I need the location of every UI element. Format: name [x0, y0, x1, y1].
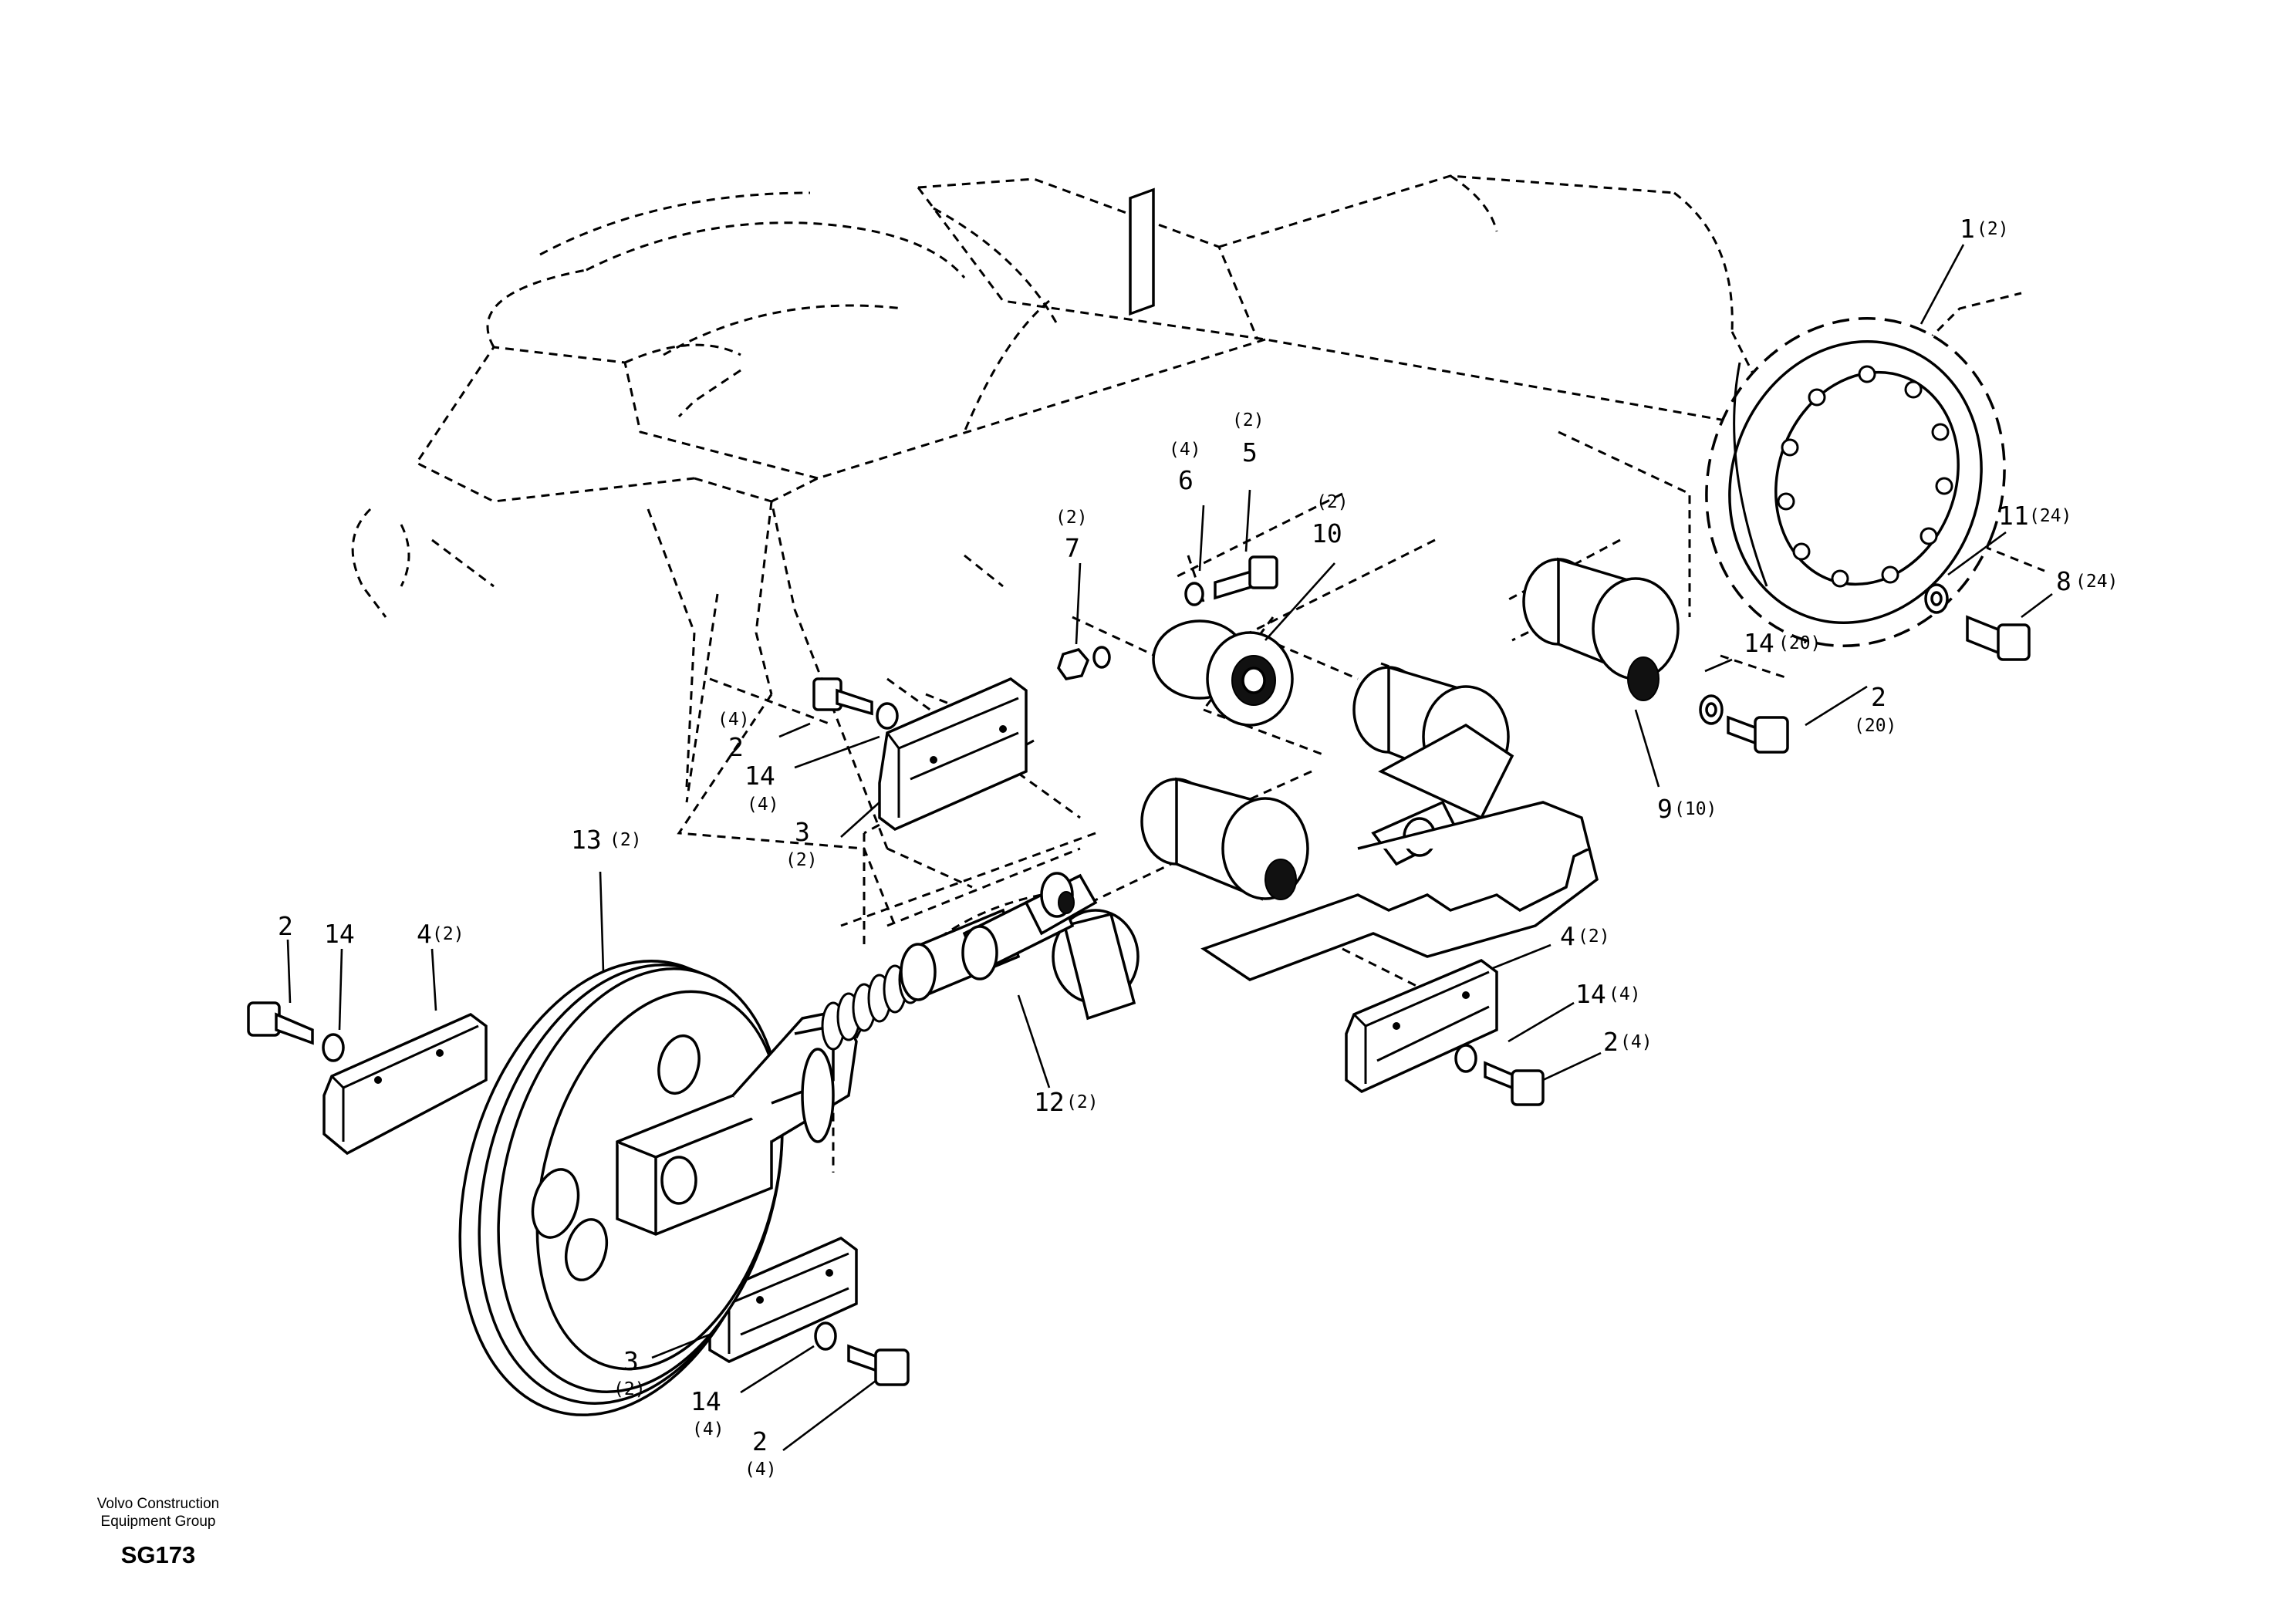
bolt-item-2-lower [814, 1321, 910, 1386]
bolt-item-8 [1966, 615, 2031, 661]
callout-2-left: 2 [278, 911, 293, 941]
track-roller-3 [1140, 777, 1309, 901]
callout-4-left: 4 [417, 919, 432, 949]
callout-6-qty: (4) [1169, 440, 1201, 460]
callout-3-lower-qty: (2) [613, 1379, 646, 1399]
track-roller-1 [1522, 557, 1680, 701]
callout-10-qty: (2) [1316, 492, 1349, 512]
callout-1-qty: (2) [1977, 219, 2009, 239]
callout-4-right: 4 [1560, 921, 1575, 951]
callout-5-qty: (2) [1232, 410, 1264, 430]
callout-11: 11 [1998, 501, 2029, 531]
nut-item-7 [1057, 646, 1111, 680]
callout-2-upper-qty: (4) [718, 710, 750, 730]
callout-14-right: 14 [1744, 628, 1774, 658]
callout-1: 1 [1960, 214, 1975, 244]
guard-plate-left [322, 1012, 488, 1156]
bolt-item-2-upper-left [812, 677, 899, 730]
guard-plate-right [1345, 958, 1498, 1094]
diagram-code: SG173 [120, 1541, 196, 1568]
callout-4-right-qty: (2) [1578, 926, 1610, 947]
callout-14-lower: 14 [690, 1386, 721, 1416]
callout-7: 7 [1065, 533, 1080, 563]
callout-8: 8 [2056, 566, 2071, 596]
washer-item-6 [1184, 582, 1204, 606]
callout-3-lower: 3 [623, 1346, 639, 1376]
callout-2-mid: 2 [1603, 1027, 1619, 1057]
callout-2-right-qty: (20) [1854, 716, 1896, 736]
callout-14-right-qty: (20) [1778, 633, 1821, 653]
callout-14-upper-qty: (4) [747, 795, 779, 815]
callout-2-right: 2 [1871, 682, 1886, 712]
carrier-roller [1129, 187, 1294, 727]
track-roller-4 [1052, 909, 1140, 1021]
callout-6: 6 [1178, 465, 1194, 495]
callout-labels: 1 (2) (2) 5 (4) 6 (2) 10 (2) 7 11 (24) 8… [278, 214, 2118, 1480]
company-name-line1: Volvo Construction [96, 1496, 220, 1512]
track-frame-outline [351, 174, 2045, 1173]
company-name-line2: Equipment Group [100, 1514, 216, 1530]
bolt-item-5 [1214, 555, 1278, 600]
bolt-item-2-left [247, 1001, 345, 1062]
callout-9-qty: (10) [1674, 799, 1717, 819]
footer: Volvo Construction Equipment Group SG173 [77, 1495, 239, 1569]
callout-7-qty: (2) [1055, 508, 1088, 528]
callout-2-lower: 2 [752, 1426, 768, 1456]
callout-2-upper: 2 [728, 732, 744, 762]
callout-3-upper-qty: (2) [785, 850, 818, 870]
idler-wheel [458, 960, 858, 1416]
callout-2-mid-qty: (4) [1620, 1032, 1653, 1052]
callout-11-qty: (24) [2029, 506, 2071, 526]
callout-3-upper: 3 [795, 817, 810, 847]
callout-14-left: 14 [324, 919, 355, 949]
guard-plate-upper [878, 677, 1028, 832]
callout-4-left-qty: (2) [432, 924, 464, 944]
callout-12: 12 [1034, 1087, 1065, 1117]
bolt-item-2-mid-right [1454, 1044, 1545, 1106]
washer-item-11 [1924, 583, 1949, 614]
callout-9: 9 [1657, 794, 1673, 824]
bolt-item-2-right [1727, 715, 1789, 754]
sprocket [1705, 317, 2006, 647]
callout-12-qty: (2) [1066, 1092, 1099, 1112]
callout-14-mid-qty: (4) [1609, 984, 1641, 1004]
callout-13-qty: (2) [609, 830, 642, 850]
callout-2-lower-qty: (4) [745, 1460, 777, 1480]
callout-8-qty: (24) [2075, 572, 2118, 592]
leader-lines [286, 244, 2053, 1452]
callout-10: 10 [1312, 518, 1342, 548]
callout-14-upper: 14 [745, 761, 775, 791]
callout-13: 13 [571, 825, 602, 855]
track-guard-rail [1200, 801, 1599, 981]
recoil-spring-cylinder [821, 872, 1098, 1051]
callout-14-mid: 14 [1575, 979, 1606, 1009]
callout-14-lower-qty: (4) [692, 1419, 724, 1439]
washer-item-14-right [1699, 694, 1724, 725]
callout-5: 5 [1242, 437, 1258, 467]
